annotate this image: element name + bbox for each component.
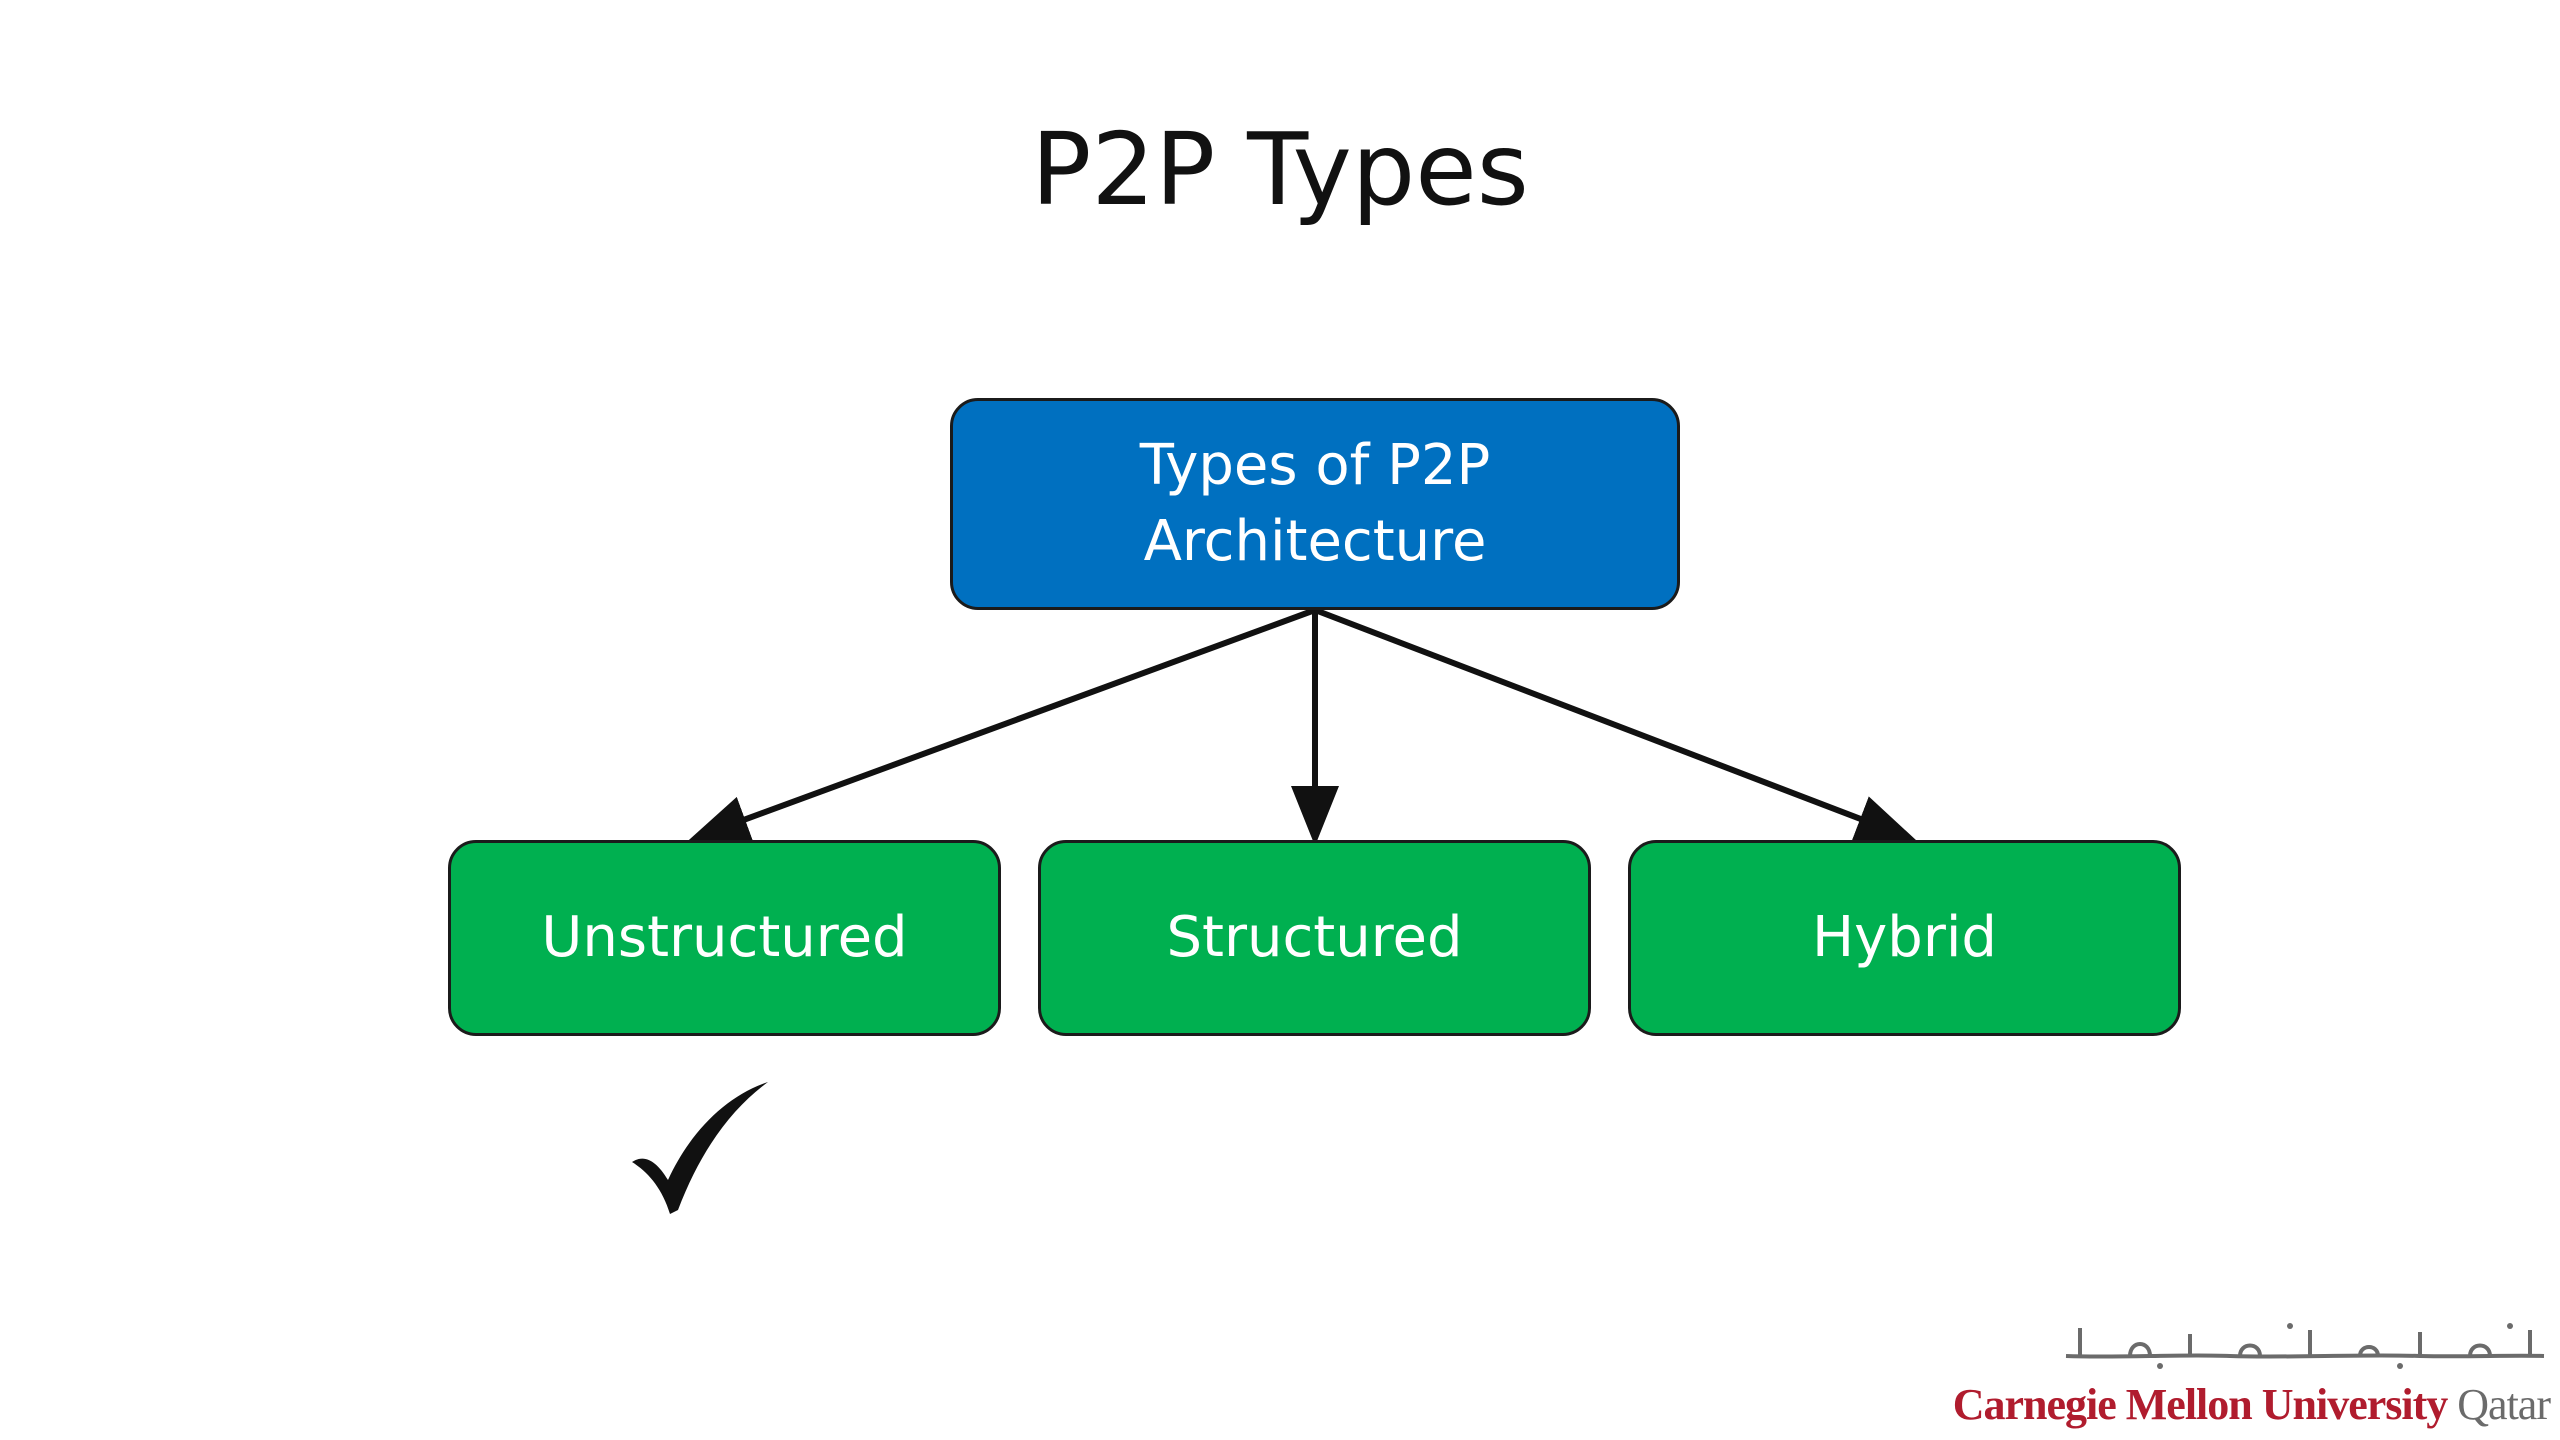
edge-to-hybrid — [1313, 607, 1917, 842]
logo-arabic-lettering — [2060, 1320, 2550, 1372]
node-hybrid-label: Hybrid — [1812, 905, 1997, 970]
root-node-label: Types of P2P Architecture — [1139, 433, 1491, 574]
root-node: Types of P2P Architecture — [950, 398, 1680, 610]
node-structured-label: Structured — [1166, 905, 1463, 970]
node-hybrid: Hybrid — [1628, 840, 2181, 1036]
node-unstructured: Unstructured — [448, 840, 1001, 1036]
cmu-qatar-logo: Carnegie Mellon University Qatar — [1953, 1320, 2560, 1440]
node-unstructured-label: Unstructured — [541, 905, 908, 970]
logo-cmu-name: Carnegie Mellon University — [1952, 1380, 2449, 1429]
logo-qatar-suffix: Qatar — [2457, 1380, 2551, 1429]
logo-english-text: Carnegie Mellon University Qatar — [1952, 1380, 2551, 1430]
node-structured: Structured — [1038, 840, 1591, 1036]
edge-to-unstructured — [688, 607, 1317, 842]
slide-title: P2P Types — [1031, 111, 1529, 228]
checkmark-icon — [632, 1082, 768, 1214]
